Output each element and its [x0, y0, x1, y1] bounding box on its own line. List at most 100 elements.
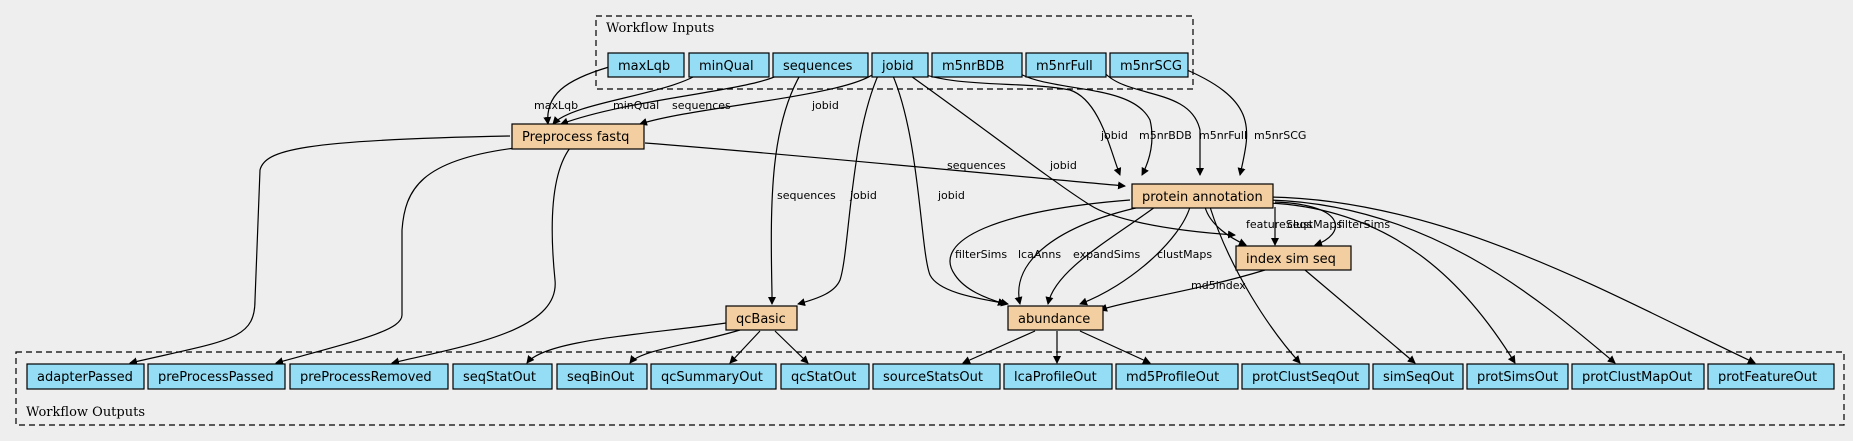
- edge-maxLqb-preprocess: [543, 66, 610, 125]
- output-node-adapterPassed-label: adapterPassed: [37, 370, 133, 385]
- edge-label-clustMaps-index: clustMaps: [1287, 218, 1342, 231]
- output-node-protFeatureOut[interactable]: protFeatureOut: [1707, 363, 1835, 390]
- input-node-minQual[interactable]: minQual: [688, 52, 770, 78]
- output-node-lcaProfileOut[interactable]: lcaProfileOut: [1003, 363, 1113, 390]
- outputs-cluster: Workflow Outputs: [15, 351, 1845, 426]
- step-node-index-sim-seq[interactable]: index sim seq: [1235, 245, 1352, 271]
- output-node-md5ProfileOut-label: md5ProfileOut: [1126, 370, 1219, 385]
- edge-label-m5nrSCG: m5nrSCG: [1254, 129, 1306, 142]
- edge-prot-protFeatureOut: [1269, 196, 1756, 364]
- step-node-abundance[interactable]: abundance: [1007, 305, 1104, 331]
- edge-prot-index-filterSims: [1274, 201, 1337, 247]
- edge-qc-seqBinOut: [629, 329, 741, 364]
- step-node-qcbasic[interactable]: qcBasic: [725, 305, 798, 331]
- edge-index-abund-md5index: [1099, 269, 1266, 312]
- edge-pre-protein: [644, 142, 1126, 190]
- input-node-m5nrBDB[interactable]: m5nrBDB: [931, 52, 1023, 78]
- edge-prot-abund-expandSims: [1045, 206, 1156, 305]
- output-node-preProcessPassed-label: preProcessPassed: [158, 370, 274, 385]
- edge-jobid-index: [897, 66, 1236, 239]
- input-node-jobid-label: jobid: [881, 59, 914, 74]
- edge-prot-protClustMapOut: [1269, 199, 1616, 364]
- edge-abund-md5ProfileOut: [1079, 330, 1151, 364]
- step-node-qcbasic-label: qcBasic: [736, 312, 786, 327]
- output-node-seqBinOut-label: seqBinOut: [567, 370, 634, 385]
- edge-abund-sourceStatsOut: [962, 330, 1036, 364]
- edge-label-jobid-prot: jobid: [1100, 129, 1128, 142]
- edge-prot-index-featureSeqs: [1204, 206, 1247, 246]
- edge-label-sequences-pre: sequences: [672, 99, 731, 112]
- step-node-preprocess-fastq[interactable]: Preprocess fastq: [511, 123, 645, 150]
- step-nodes: Preprocess fastq protein annotation inde…: [511, 123, 1352, 331]
- output-node-protClustMapOut-label: protClustMapOut: [1582, 370, 1692, 385]
- output-node-sourceStatsOut[interactable]: sourceStatsOut: [872, 363, 1001, 390]
- input-node-maxLqb[interactable]: maxLqb: [607, 52, 685, 78]
- edge-sequences-qcbasic: [768, 66, 806, 305]
- output-node-protClustSeqOut-label: protClustSeqOut: [1252, 370, 1359, 385]
- edge-labels: maxLqb minQual sequences jobid sequences…: [534, 99, 1390, 292]
- output-node-qcStatOut-label: qcStatOut: [791, 370, 856, 385]
- step-node-abundance-label: abundance: [1018, 312, 1090, 327]
- output-node-qcSummaryOut-label: qcSummaryOut: [661, 370, 763, 385]
- edge-prot-abund-clustMaps: [1079, 206, 1191, 306]
- edge-pre-preProcessRemoved: [391, 147, 571, 366]
- inputs-cluster-label: Workflow Inputs: [606, 21, 714, 36]
- edge-jobid-abundance: [888, 66, 1009, 307]
- output-node-seqStatOut[interactable]: seqStatOut: [452, 363, 553, 390]
- input-node-m5nrSCG[interactable]: m5nrSCG: [1109, 52, 1189, 78]
- edge-label-filterSims-index: filterSims: [1338, 218, 1390, 231]
- edge-qc-qcSummaryOut: [729, 330, 761, 364]
- edge-qc-qcStatOut: [774, 330, 809, 364]
- edge-label-jobid-pre: jobid: [811, 99, 839, 112]
- output-node-preProcessPassed[interactable]: preProcessPassed: [147, 363, 286, 390]
- edge-label-featureSeqs: featureSeqs: [1246, 218, 1312, 231]
- edge-label-maxLqb: maxLqb: [534, 99, 578, 112]
- output-node-preProcessRemoved[interactable]: preProcessRemoved: [289, 363, 449, 390]
- output-node-protClustMapOut[interactable]: protClustMapOut: [1571, 363, 1705, 390]
- outputs-cluster-label: Workflow Outputs: [26, 405, 145, 420]
- edge-index-simSeqOut: [1304, 269, 1416, 364]
- step-node-index-sim-seq-label: index sim seq: [1246, 252, 1336, 267]
- edge-label-lcaAnns: lcaAnns: [1018, 248, 1061, 261]
- output-node-protClustSeqOut[interactable]: protClustSeqOut: [1241, 363, 1370, 390]
- edge-label-jobid-qc: jobid: [849, 189, 877, 202]
- edge-prot-protSimsOut: [1269, 202, 1516, 364]
- output-node-qcStatOut[interactable]: qcStatOut: [780, 363, 870, 390]
- edge-label-m5nrFull: m5nrFull: [1199, 129, 1247, 142]
- edge-jobid-qcbasic: [797, 66, 883, 307]
- edge-label-minQual: minQual: [613, 99, 659, 112]
- output-node-lcaProfileOut-label: lcaProfileOut: [1014, 370, 1097, 385]
- edge-label-expandSims: expandSims: [1073, 248, 1141, 261]
- output-node-simSeqOut-label: simSeqOut: [1383, 370, 1454, 385]
- edges: [129, 66, 1756, 366]
- edge-prot-abund-filterSims: [949, 199, 1131, 306]
- output-node-protFeatureOut-label: protFeatureOut: [1718, 370, 1817, 385]
- input-node-m5nrBDB-label: m5nrBDB: [942, 59, 1004, 74]
- input-node-jobid[interactable]: jobid: [871, 52, 929, 78]
- output-node-seqBinOut[interactable]: seqBinOut: [556, 363, 648, 390]
- input-node-sequences-label: sequences: [783, 59, 853, 74]
- output-node-protSimsOut-label: protSimsOut: [1477, 370, 1558, 385]
- output-node-md5ProfileOut[interactable]: md5ProfileOut: [1115, 363, 1239, 390]
- output-node-seqStatOut-label: seqStatOut: [463, 370, 536, 385]
- output-nodes: adapterPassed preProcessPassed preProces…: [26, 363, 1835, 390]
- step-node-preprocess-fastq-label: Preprocess fastq: [522, 130, 629, 145]
- input-node-m5nrSCG-label: m5nrSCG: [1120, 59, 1182, 74]
- output-node-qcSummaryOut[interactable]: qcSummaryOut: [650, 363, 777, 390]
- edge-pre-preProcessPassed: [275, 147, 516, 366]
- step-node-protein-annotation[interactable]: protein annotation: [1131, 183, 1274, 209]
- output-node-adapterPassed[interactable]: adapterPassed: [26, 363, 145, 390]
- edge-label-m5nrBDB: m5nrBDB: [1139, 129, 1192, 142]
- edge-label-sequences-qc: sequences: [777, 189, 836, 202]
- output-node-sourceStatsOut-label: sourceStatsOut: [883, 370, 983, 385]
- input-node-maxLqb-label: maxLqb: [618, 59, 670, 74]
- input-nodes: maxLqb minQual sequences jobid m5nrBDB m…: [607, 52, 1189, 78]
- input-node-m5nrFull[interactable]: m5nrFull: [1025, 52, 1107, 78]
- edge-pre-adapterPassed: [129, 135, 511, 366]
- edge-m5nrSCG-protein: [1179, 66, 1248, 176]
- output-node-simSeqOut[interactable]: simSeqOut: [1372, 363, 1464, 390]
- input-node-sequences[interactable]: sequences: [772, 52, 869, 78]
- edge-label-jobid-index: jobid: [1049, 159, 1077, 172]
- output-node-protSimsOut[interactable]: protSimsOut: [1466, 363, 1569, 390]
